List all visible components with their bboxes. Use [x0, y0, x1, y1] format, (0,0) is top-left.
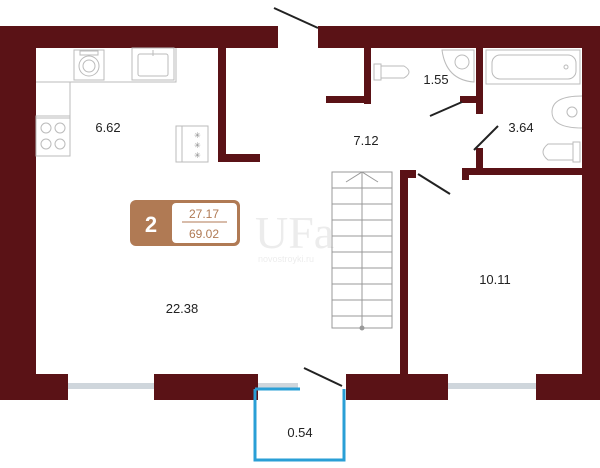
balcony [253, 387, 346, 462]
kitchen-fixtures: ✳ ✳ ✳ [35, 47, 209, 163]
wall-bottom-2 [154, 374, 258, 400]
living-area: 27.17 [189, 207, 219, 221]
svg-text:✳: ✳ [194, 141, 201, 150]
sink-icon [441, 49, 475, 83]
room-area-wc: 1.55 [423, 72, 448, 87]
stove-icon [35, 115, 71, 157]
room-area-bathroom: 3.64 [508, 120, 533, 135]
wall-kitchen-partition [218, 48, 226, 160]
apartment-badge: 2 27.17 69.02 [130, 200, 240, 246]
svg-text:✳: ✳ [194, 151, 201, 160]
balcony-outline [253, 389, 346, 462]
door-entrance-icon [273, 7, 319, 29]
room-area-bedroom: 10.11 [479, 272, 511, 287]
wall-bath-left-top [476, 96, 483, 114]
counter-side [36, 82, 71, 119]
room-area-kitchen: 6.62 [95, 120, 120, 135]
wall-wc-bottom-right [460, 96, 483, 103]
room-area-hall: 7.12 [353, 133, 378, 148]
room-area-living: 22.38 [166, 301, 199, 316]
door-bath-icon [473, 125, 499, 151]
washing-machine-icon [73, 49, 105, 81]
wc-fixtures [373, 49, 475, 83]
room-labels: 6.62 22.38 7.12 1.55 3.64 10.11 0.54 [95, 72, 533, 440]
counter-top [36, 48, 177, 83]
sink-icon [131, 47, 175, 81]
doors [273, 7, 499, 387]
fridge-icon: ✳ ✳ ✳ [175, 125, 209, 163]
toilet-icon [542, 141, 581, 163]
svg-text:✳: ✳ [194, 131, 201, 140]
toilet-icon [373, 63, 410, 81]
wall-bedroom-left [400, 170, 408, 374]
walls [0, 26, 600, 400]
wall-bottom-4 [536, 374, 600, 400]
sink-icon [551, 95, 583, 129]
wall-left-outer [0, 26, 36, 400]
total-area: 69.02 [189, 227, 219, 241]
bath-fixtures [485, 49, 583, 163]
room-count: 2 [145, 212, 157, 237]
wall-bedroom-top-stub [400, 170, 416, 178]
watermark: UFa novostroyki.ru [255, 207, 334, 264]
wall-kitchen-stub [218, 154, 260, 162]
wall-wc-left [364, 48, 371, 104]
stair-icon [331, 171, 393, 331]
wall-bath-left-bottom [476, 148, 483, 168]
wall-right-outer [582, 26, 600, 400]
door-wc-icon [429, 101, 463, 117]
watermark-site: novostroyki.ru [258, 254, 314, 264]
bathtub-icon [485, 49, 581, 85]
wall-top-left [0, 26, 278, 48]
wall-top-right [318, 26, 600, 48]
window-glass [448, 383, 536, 389]
window-glass [68, 383, 154, 389]
room-area-balcony: 0.54 [287, 425, 312, 440]
door-bedroom-icon [417, 173, 451, 195]
wall-wc-bottom [326, 96, 371, 103]
door-balcony-icon [303, 367, 343, 387]
watermark-logo: UFa [255, 207, 334, 258]
badge-area-panel [172, 203, 237, 243]
wall-bath-corner [462, 168, 469, 180]
wall-bottom-3 [346, 374, 448, 400]
window-glass [258, 383, 298, 389]
wall-bottom-1 [0, 374, 68, 400]
wall-bath-bottom [462, 168, 582, 175]
wall-wc-right [476, 48, 483, 104]
windows [68, 376, 536, 398]
